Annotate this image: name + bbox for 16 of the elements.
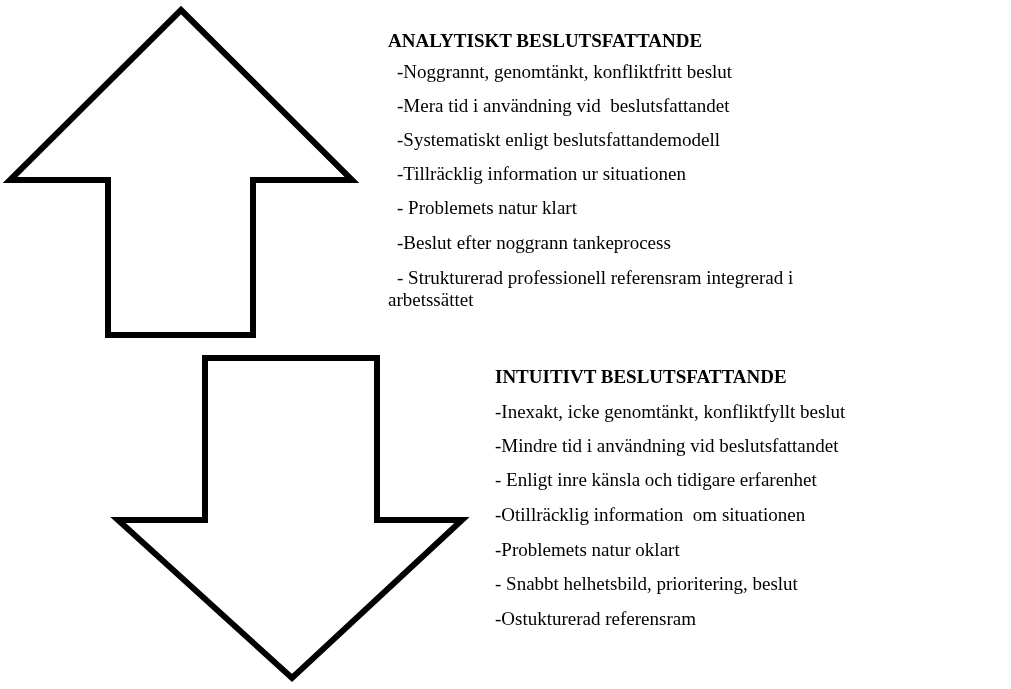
list-item: -Systematiskt enligt beslutsfattandemodell [397,129,721,151]
list-item: - Snabbt helhetsbild, prioritering, beslut [495,573,799,595]
list-item: - Problemets natur klart [397,197,578,219]
list-item: - Enligt inre känsla och tidigare erfarenhet [495,469,818,491]
heading: INTUITIVT BESLUTSFATTANDE [495,366,788,388]
list-item: -Mera tid i användning vid beslutsfattandet [397,95,731,117]
list-item: -Tillräcklig information ur situationen [397,163,687,185]
heading: ANALYTISKT BESLUTSFATTANDE [388,30,704,52]
list-item: -Mindre tid i användning vid beslutsfattandet [495,435,840,457]
list-item: -Noggrannt, genomtänkt, konfliktfritt beslut [397,61,734,83]
list-item: -Inexakt, icke genomtänkt, konfliktfyllt beslut [495,401,847,423]
list-item: -Problemets natur oklart [495,539,681,561]
list-item: - Strukturerad professionell referensram integrerad i arbetssättet [388,267,795,311]
list-item: -Ostukturerad referensram [495,608,697,630]
list-item: -Otillräcklig information om situationen [495,504,807,526]
list-item: -Beslut efter noggrann tankeprocess [397,232,672,254]
